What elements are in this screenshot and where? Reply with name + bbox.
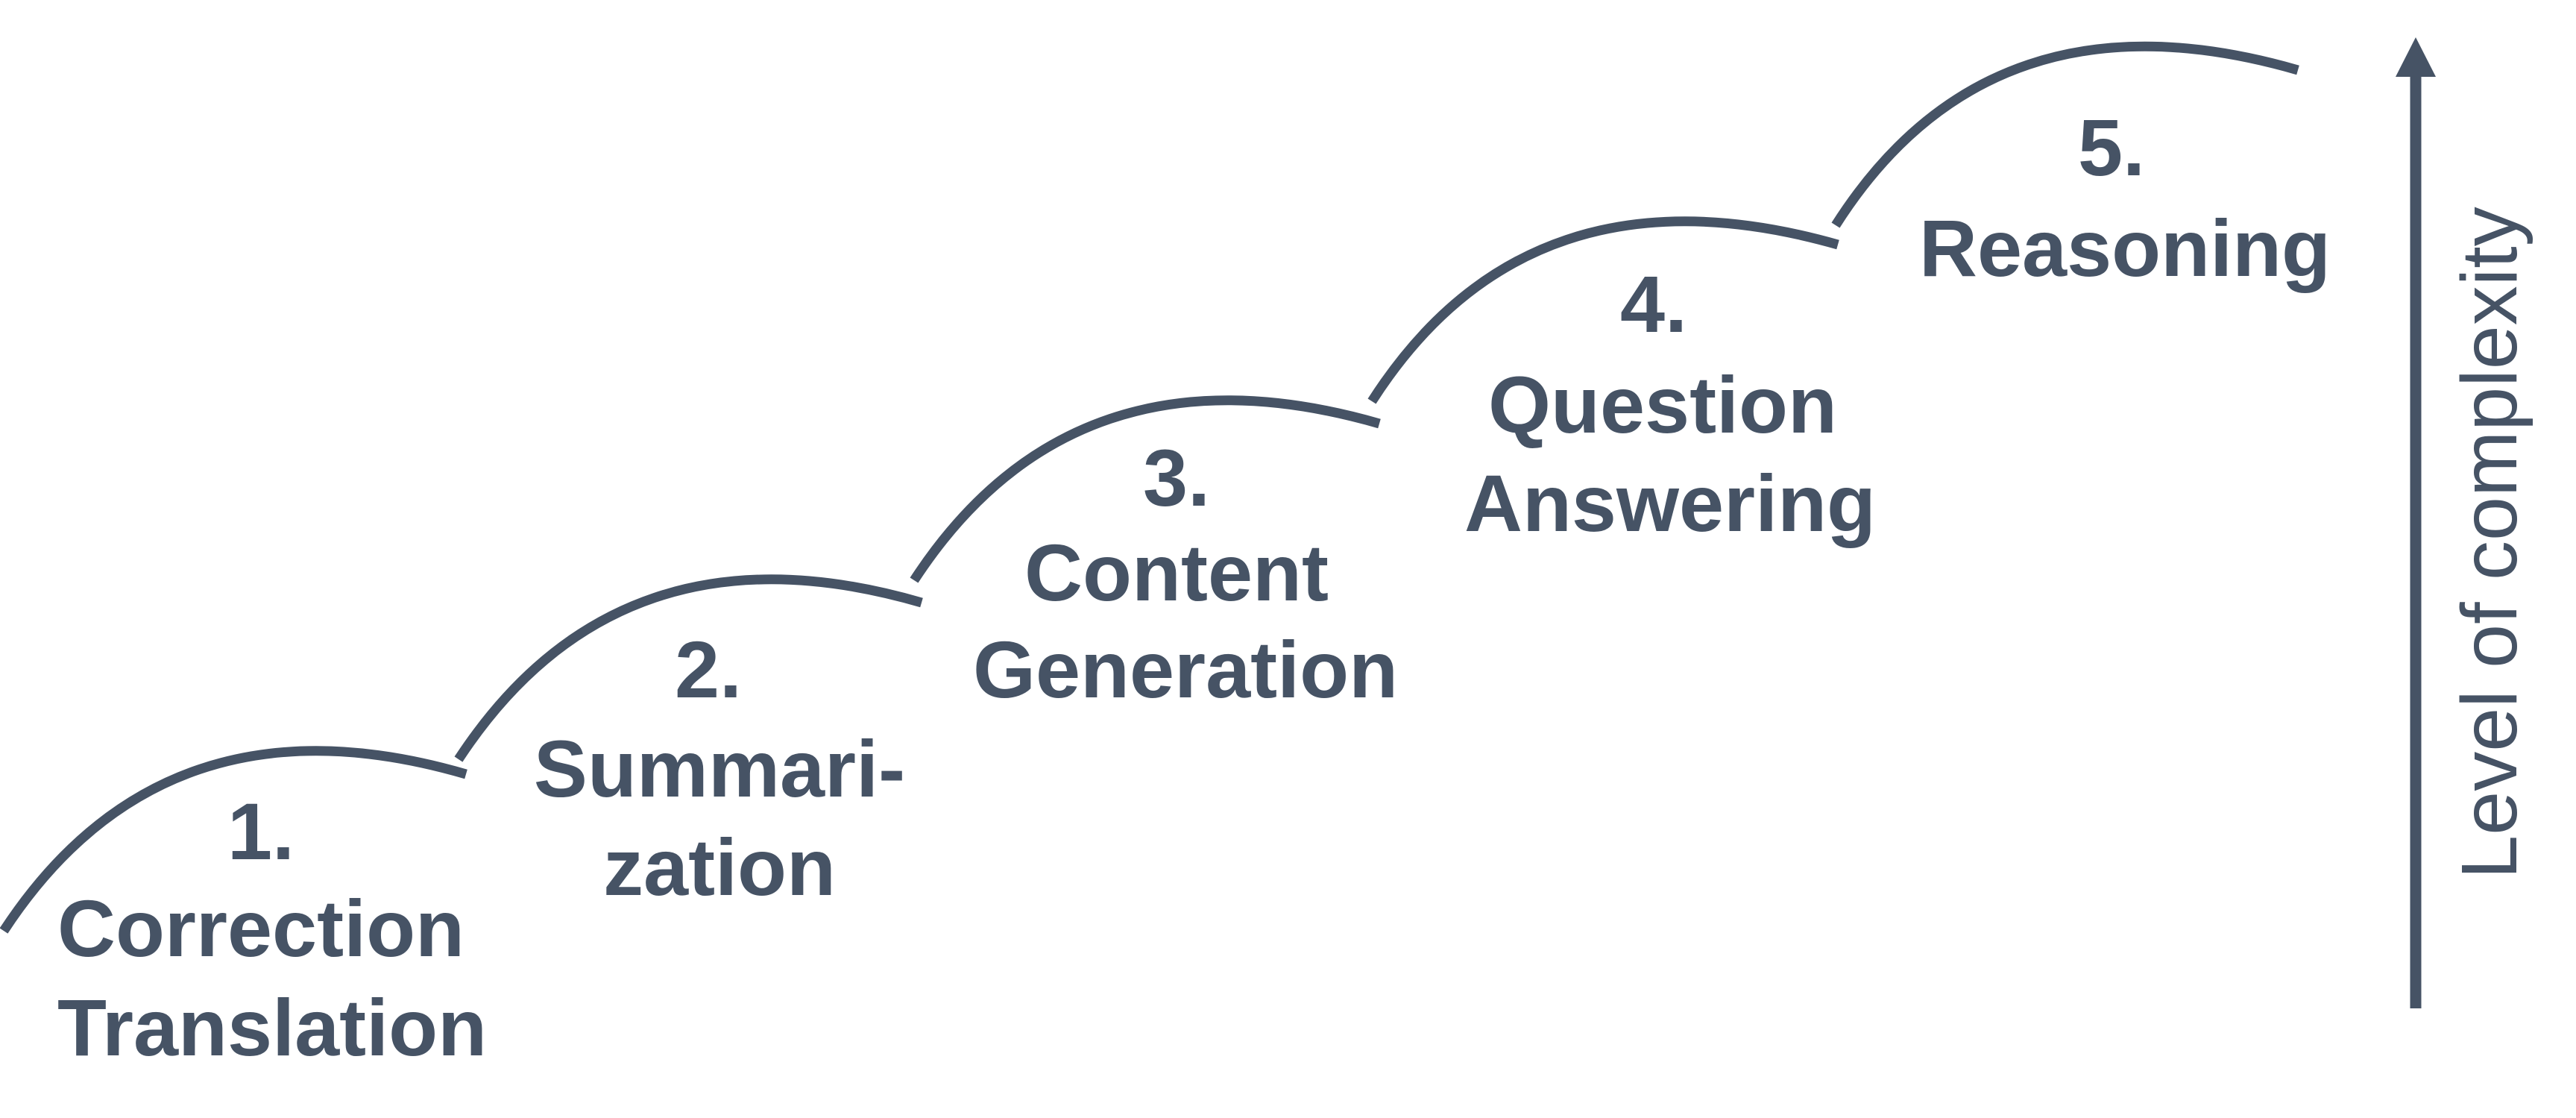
step-2-label-line-2: zation — [603, 822, 836, 912]
complexity-axis: Level of complexity — [2396, 37, 2534, 1008]
step-3-label-line-1: Content — [1024, 527, 1329, 618]
step-2-label-line-1: Summari- — [534, 723, 905, 814]
step-arc-4 — [1367, 216, 1839, 404]
step-4-label-line-2: Answering — [1464, 458, 1876, 548]
complexity-axis-label: Level of complexity — [2446, 207, 2534, 879]
step-arcs — [0, 41, 2299, 934]
step-3-label-line-2: Generation — [973, 624, 1398, 715]
step-2-number: 2. — [675, 624, 742, 715]
step-1-label-line-1: Correction — [57, 883, 465, 973]
step-1-label-line-2: Translation — [57, 982, 487, 1073]
step-labels: 1. Correction Translation 2. Summari- za… — [57, 102, 2331, 1073]
step-5-label-line-1: Reasoning — [1919, 203, 2331, 293]
step-4-number: 4. — [1620, 259, 1687, 349]
step-arc-2 — [454, 574, 923, 762]
step-5-number: 5. — [2078, 102, 2145, 192]
step-arc-1 — [0, 746, 467, 934]
step-4-label-line-1: Question — [1488, 359, 1837, 450]
step-1-number: 1. — [227, 786, 295, 876]
step-3-number: 3. — [1143, 433, 1210, 523]
step-arc-3 — [910, 395, 1381, 583]
step-arc-5 — [1831, 41, 2299, 228]
arrow-up-icon — [2396, 37, 2436, 77]
